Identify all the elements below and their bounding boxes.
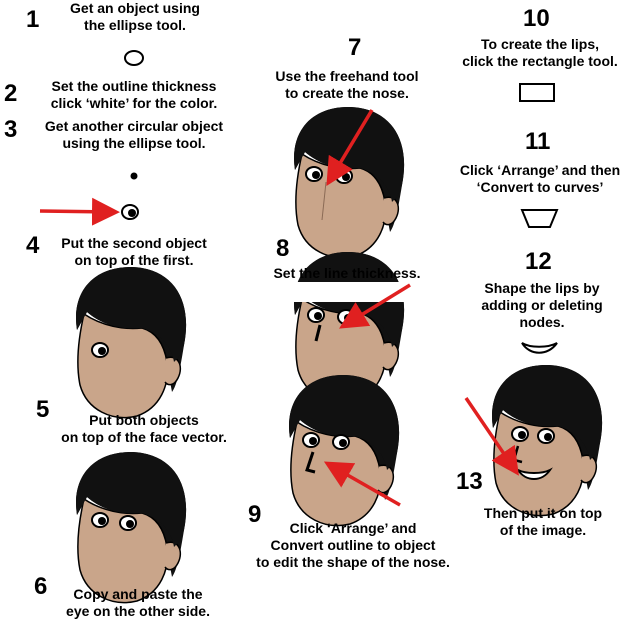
face-vector-9 xyxy=(288,374,400,527)
step-text-8: Set the line thickness. xyxy=(273,265,421,281)
step-number-11: 11 xyxy=(525,128,551,155)
step-text-11: Click ‘Arrange’ and then ‘Convert to cur… xyxy=(459,162,621,195)
step-number-4: 4 xyxy=(26,232,40,259)
step-text-7: Use the freehand tool to create the nose… xyxy=(275,68,419,101)
step-number-5: 5 xyxy=(36,396,50,423)
face-vector-7 xyxy=(293,106,405,259)
label-backdrop xyxy=(265,282,415,302)
small-dot xyxy=(130,172,138,180)
step-text-6: Copy and paste the eye on the other side… xyxy=(66,586,210,619)
face-vector-13 xyxy=(491,364,603,517)
eye-object xyxy=(121,204,139,220)
red-arrow xyxy=(323,461,401,507)
step-text-4: Put the second object on top of the firs… xyxy=(61,235,207,268)
step-text-13: Then put it on top of the image. xyxy=(483,505,603,538)
red-arrow xyxy=(39,197,120,226)
rectangle-object xyxy=(519,83,555,102)
step-number-10: 10 xyxy=(523,5,550,32)
step-number-3: 3 xyxy=(4,116,18,143)
step-text-12: Shape the lips by adding or deleting nod… xyxy=(481,280,603,330)
ellipse-object xyxy=(124,50,144,66)
step-text-2: Set the outline thickness click ‘white’ … xyxy=(50,78,218,111)
step-number-9: 9 xyxy=(248,501,262,528)
step-number-8: 8 xyxy=(276,235,290,262)
lips-object xyxy=(521,342,558,354)
step-text-10: To create the lips, click the rectangle … xyxy=(462,36,618,69)
step-number-1: 1 xyxy=(26,6,40,33)
step-text-3: Get another circular object using the el… xyxy=(44,118,224,151)
step-number-12: 12 xyxy=(525,248,552,275)
step-number-7: 7 xyxy=(348,34,362,61)
face-vector-5 xyxy=(75,266,187,419)
step-number-6: 6 xyxy=(34,573,48,600)
face-vector-6 xyxy=(75,451,187,604)
face-vector-8 xyxy=(293,251,405,404)
step-text-5: Put both objects on top of the face vect… xyxy=(61,412,227,445)
step-text-1: Get an object using the ellipse tool. xyxy=(70,0,200,33)
step-number-2: 2 xyxy=(4,80,18,107)
red-arrow xyxy=(464,397,519,476)
red-arrow xyxy=(339,283,411,329)
step-text-9: Click ‘Arrange’ and Convert outline to o… xyxy=(256,520,450,570)
red-arrow xyxy=(326,109,374,187)
curves-object xyxy=(520,209,559,228)
step-number-13: 13 xyxy=(456,468,483,495)
